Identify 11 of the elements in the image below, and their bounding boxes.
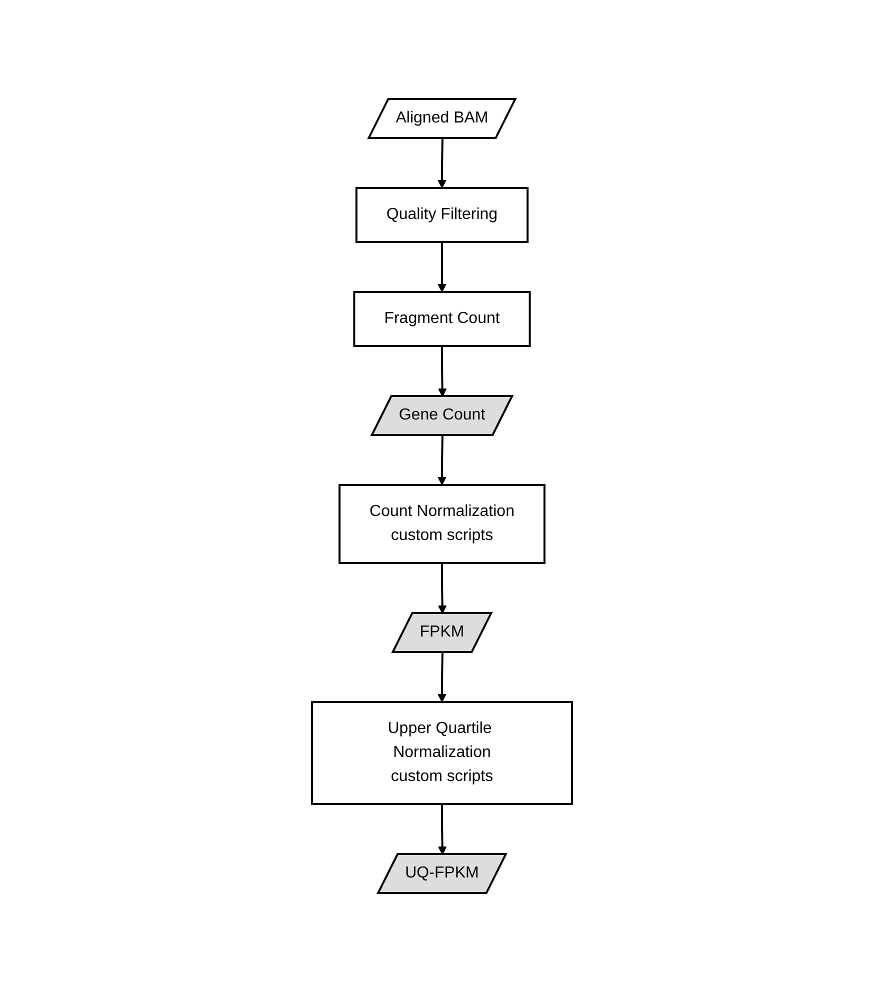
arrow xyxy=(437,652,446,702)
node-box: Upper Quartile Normalization custom scripts xyxy=(310,700,572,804)
arrow xyxy=(437,346,446,396)
arrow xyxy=(437,242,446,292)
node-box: Count Normalization custom scripts xyxy=(338,484,545,564)
node-box: Quality Filtering xyxy=(354,186,528,242)
arrow xyxy=(437,562,446,614)
arrow xyxy=(437,434,446,485)
arrow xyxy=(437,804,446,854)
node-box: Fragment Count xyxy=(352,290,530,346)
arrow xyxy=(437,138,446,188)
